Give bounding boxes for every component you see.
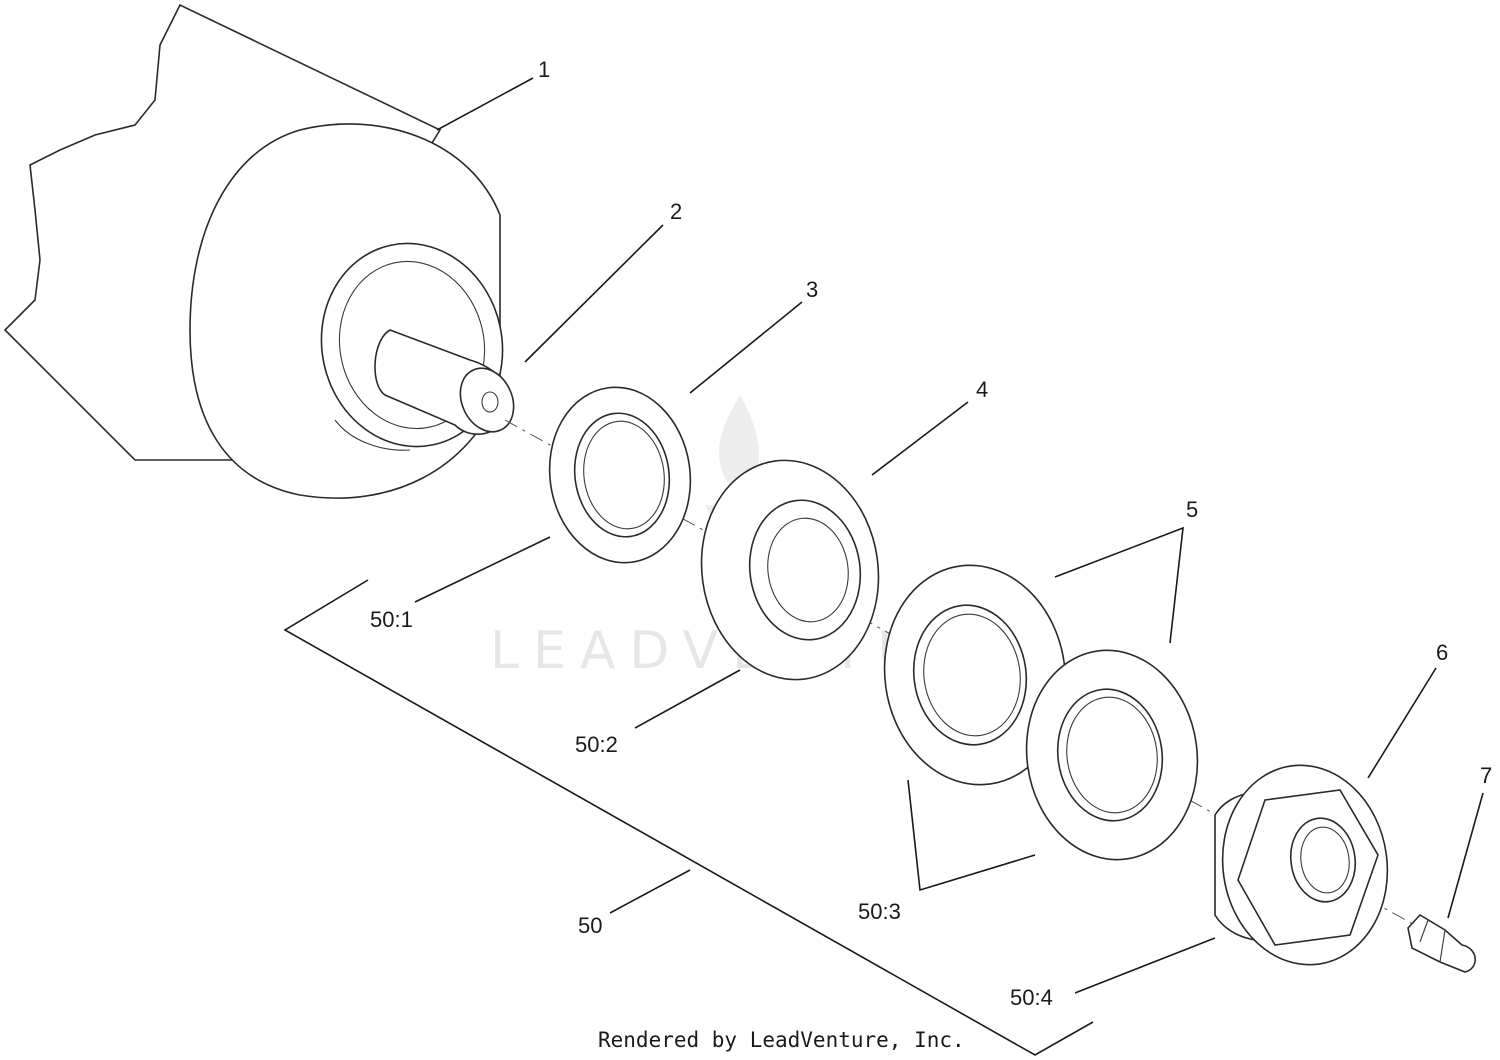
callout-labels: 1 2 3 4 5 6 7 50:1 50:2 50:3 50 50:4 — [370, 57, 1492, 1010]
bearing-bore — [767, 517, 849, 623]
wheel-hub-inner-ring — [338, 260, 486, 430]
callout-50-3: 50:3 — [858, 899, 901, 924]
leader-1 — [436, 77, 534, 131]
spindle-part-2 — [374, 329, 515, 435]
spindle-end-face — [459, 367, 515, 433]
wheel-part-1 — [189, 123, 504, 499]
leader-2 — [524, 224, 664, 363]
leader-7 — [1447, 792, 1484, 919]
callout-50-1: 50:1 — [370, 607, 413, 632]
leader-50-1 — [414, 536, 551, 603]
callout-7: 7 — [1480, 763, 1492, 788]
grease-fitting-hex-line — [1419, 919, 1429, 943]
leader-4 — [871, 401, 969, 476]
grease-fitting-neck-line — [1439, 929, 1446, 963]
washer-part-5a — [883, 564, 1067, 786]
washer-b-inner-ring — [1066, 696, 1158, 814]
spindle-center-hole — [481, 391, 499, 413]
hub-detail-line — [334, 419, 411, 451]
callout-50-2: 50:2 — [575, 732, 618, 757]
seal-part-3 — [548, 386, 692, 564]
nut-bore — [1289, 817, 1357, 903]
washer-part-5b — [1025, 649, 1199, 861]
callout-5: 5 — [1186, 497, 1198, 522]
grease-fitting-part-7 — [1407, 913, 1476, 973]
bearing-part-4 — [700, 459, 880, 681]
grease-fitting-body — [1407, 913, 1476, 973]
leader-50-4 — [1074, 937, 1216, 994]
leader-3 — [689, 301, 803, 394]
leader-50 — [609, 869, 691, 914]
leader-6 — [1367, 667, 1437, 779]
callout-50: 50 — [578, 913, 602, 938]
leader-lines — [283, 77, 1484, 1056]
callout-6: 6 — [1436, 640, 1448, 665]
callout-2: 2 — [670, 199, 682, 224]
bearing-inner-race — [748, 499, 862, 641]
leader-50-3 — [907, 779, 1036, 892]
leader-5 — [1054, 526, 1184, 644]
washer-a-inner — [912, 604, 1028, 746]
nut-bore-inner — [1300, 826, 1350, 894]
leader-50-2 — [634, 669, 741, 729]
callout-4: 4 — [976, 377, 988, 402]
seal-inner-ring — [583, 420, 665, 530]
seal-inner-lip — [573, 412, 671, 538]
callout-50-4: 50:4 — [1010, 985, 1053, 1010]
washer-a-inner-ring — [923, 613, 1021, 737]
washer-b-inner — [1056, 688, 1164, 822]
nut-part-6 — [1214, 764, 1389, 966]
callout-3: 3 — [806, 277, 818, 302]
kit-50-bracket — [283, 579, 1094, 1056]
render-credit: Rendered by LeadVenture, Inc. — [598, 1028, 965, 1052]
callout-1: 1 — [538, 57, 550, 82]
